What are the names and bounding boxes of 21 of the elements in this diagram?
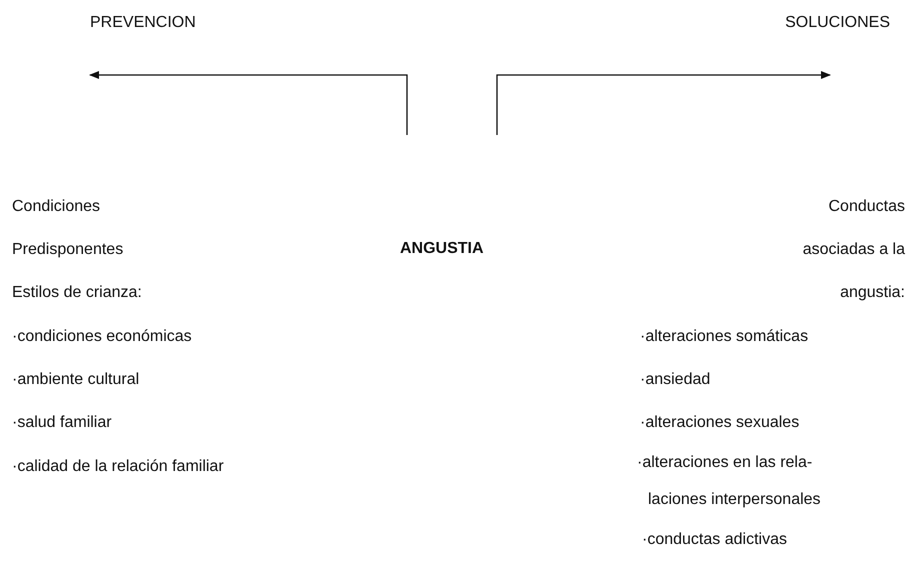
text-label: ·alteraciones sexuales bbox=[640, 413, 800, 433]
text-label: Condiciones bbox=[12, 197, 100, 217]
text-label: angustia: bbox=[840, 283, 905, 303]
text-label: laciones interpersonales bbox=[648, 490, 821, 510]
arrow bbox=[496, 71, 831, 135]
text-label: ·alteraciones en las rela- bbox=[637, 453, 812, 473]
node-label: SOLUCIONES bbox=[785, 14, 890, 32]
text-label: Estilos de crianza: bbox=[12, 283, 142, 303]
text-label: ·salud familiar bbox=[12, 413, 112, 433]
text-label: ·ambiente cultural bbox=[12, 370, 140, 390]
text-label: ·alteraciones somáticas bbox=[640, 327, 808, 347]
text-label: ·ansiedad bbox=[640, 370, 710, 390]
arrow bbox=[89, 71, 408, 135]
text-label: Predisponentes bbox=[12, 240, 124, 260]
node-label: PREVENCION bbox=[90, 14, 196, 32]
node-label: ANGUSTIA bbox=[400, 240, 484, 258]
text-label: ·condiciones económicas bbox=[12, 327, 192, 347]
text-label: Conductas bbox=[828, 197, 905, 217]
text-label: ·calidad de la relación familiar bbox=[12, 457, 224, 477]
text-label: asociadas a la bbox=[802, 240, 905, 260]
text-label: ·conductas adictivas bbox=[642, 530, 787, 550]
